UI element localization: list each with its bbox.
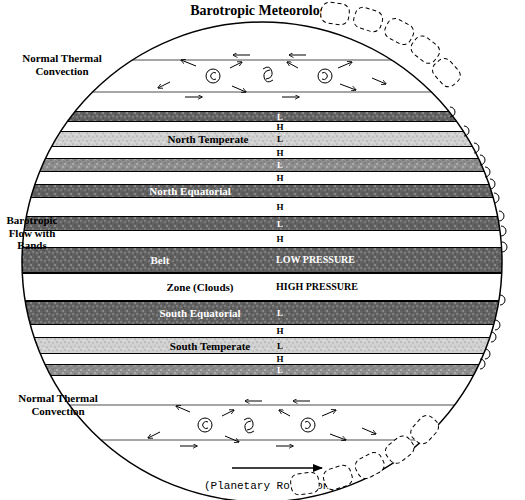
pressure-label: LOW PRESSURE (276, 255, 355, 265)
pressure-label: L (277, 309, 283, 318)
band-name: South Temperate (170, 340, 250, 351)
atmosphere-band: L (22, 111, 502, 122)
atmosphere-band: South Temperate L (22, 337, 502, 354)
pressure-label: L (277, 219, 283, 228)
pressure-label: L (277, 161, 283, 170)
pressure-letter: H (276, 354, 283, 364)
pressure-letter: H (276, 326, 283, 336)
pressure-letter: H (276, 202, 283, 212)
band-name: North Temperate (168, 134, 249, 145)
band-shape (22, 273, 502, 301)
atmosphere-band: Zone (Clouds) HIGH PRESSURE (22, 273, 502, 301)
band-shape (22, 158, 502, 172)
band-shape (22, 337, 502, 354)
band-name: South Equatorial (160, 308, 241, 319)
region-label: Barotropic Flow with Bands (1, 214, 63, 252)
pressure-letter: H (276, 234, 283, 244)
pressure-label: L (277, 341, 283, 350)
atmosphere-band: L (22, 158, 502, 172)
atmosphere-band: L (22, 216, 502, 231)
band-shape (22, 184, 502, 198)
atmosphere-band: North Equatorial (22, 184, 502, 198)
pressure-letter: H (276, 121, 283, 131)
band-shape (22, 301, 502, 325)
atmosphere-band: L (22, 364, 502, 376)
band-shape (22, 111, 502, 122)
band-shape (22, 216, 502, 231)
pressure-letter: H (276, 173, 283, 183)
band-name: Belt (151, 255, 170, 266)
atmosphere-band: Belt LOW PRESSURE (22, 247, 502, 273)
pressure-letter: H (276, 147, 283, 157)
atmosphere-band: North Temperate L (22, 131, 502, 147)
pressure-label: North Equatorial (149, 186, 231, 197)
band-shape (22, 247, 502, 273)
rotation-label: (Planetary Rotation) (204, 480, 336, 493)
pressure-label: L (277, 112, 283, 121)
region-label: Normal Thermal Convection (3, 392, 113, 417)
diagram-title: Barotropic Meteorology (190, 3, 333, 19)
band-shape (22, 131, 502, 147)
region-label: Normal Thermal Convection (7, 52, 117, 77)
band-name: Zone (Clouds) (167, 282, 234, 293)
pressure-label: L (277, 135, 283, 144)
atmosphere-band: South Equatorial L (22, 301, 502, 325)
band-shape (22, 364, 502, 376)
pressure-label: HIGH PRESSURE (276, 282, 358, 292)
pressure-label: L (277, 366, 283, 375)
